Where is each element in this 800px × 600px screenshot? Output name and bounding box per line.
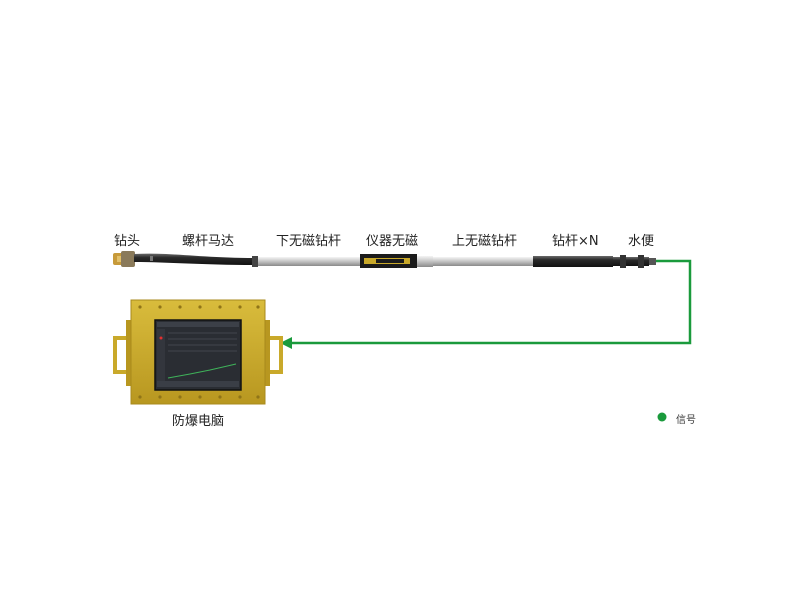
label-motor: 螺杆马达 [182,234,235,249]
upper-nonmagnetic-rod [433,257,533,266]
label-upper-nonmagnetic-rod: 上无磁钻杆 [452,234,518,249]
explosion-proof-computer [113,299,283,405]
water-swivel [613,255,656,268]
legend-label: 信号 [676,415,696,426]
instrument-section [360,254,433,268]
lower-nonmagnetic-rod [255,257,360,266]
drill-bit [113,251,135,267]
label-drill-rods: 钻杆×N [552,234,599,249]
signal-arrowhead [280,337,292,349]
label-instrument: 仪器无磁 [366,234,419,249]
signal-line [290,259,692,345]
label-computer: 防爆电脑 [172,414,225,429]
drill-rods [533,256,613,267]
label-bit: 钻头 [114,234,141,249]
legend-marker [657,412,667,422]
screw-motor [134,253,255,265]
computer-screen [154,319,242,391]
label-swivel: 水便 [628,234,655,249]
label-lower-nonmagnetic-rod: 下无磁钻杆 [276,234,342,249]
